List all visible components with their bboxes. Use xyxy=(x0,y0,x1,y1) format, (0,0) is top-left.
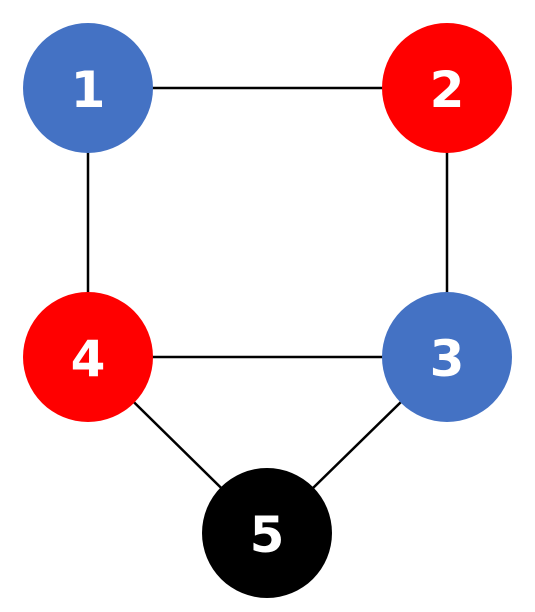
graph-nodes: 1 2 3 4 5 xyxy=(23,23,512,598)
node-label-5: 5 xyxy=(250,506,285,564)
node-label-3: 3 xyxy=(430,330,465,388)
node-circle-2 xyxy=(382,23,512,153)
node-1: 1 xyxy=(23,23,153,153)
node-5: 5 xyxy=(202,468,332,598)
node-label-1: 1 xyxy=(71,61,106,119)
node-circle-1 xyxy=(23,23,153,153)
node-4: 4 xyxy=(23,292,153,422)
node-3: 3 xyxy=(382,292,512,422)
node-circle-4 xyxy=(23,292,153,422)
node-label-2: 2 xyxy=(430,61,465,119)
node-label-4: 4 xyxy=(71,330,106,388)
node-2: 2 xyxy=(382,23,512,153)
node-circle-5 xyxy=(202,468,332,598)
node-circle-3 xyxy=(382,292,512,422)
graph-edges xyxy=(86,86,449,534)
